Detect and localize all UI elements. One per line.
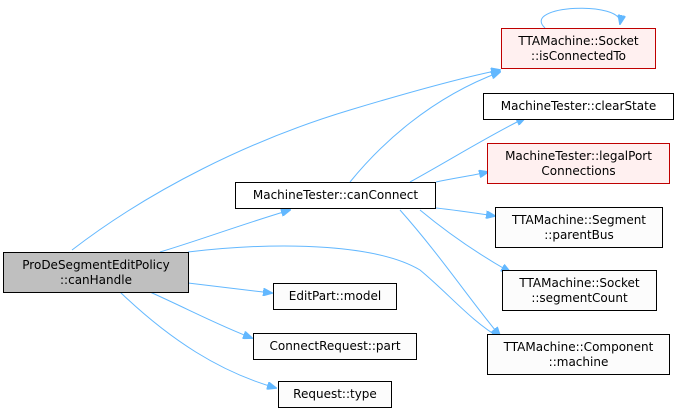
node-label-line: ::canHandle [60,272,132,287]
edge-group [71,7,620,388]
edge-canconnect-segcount [419,209,510,272]
node-label-line: EditPart::model [288,289,382,303]
node-label-line: Request::type [293,387,377,401]
edge-canconnect-parentbus [435,207,495,216]
node-label-line: ::segmentCount [531,290,628,305]
node-label-line: MachineTester::canConnect [252,188,419,202]
edge-root-canconnect [159,210,290,253]
node-label-line: TTAMachine::Socket [519,275,640,290]
node-label-line: ProDeSegmentEditPolicy [22,257,170,272]
node-label-line: TTAMachine::Segment [511,212,647,227]
edge-isconnected-self [540,7,620,29]
node-label-line: ::machine [548,354,609,369]
edge-canconnect-machine [399,209,500,336]
node-socket-segmentcount[interactable]: TTAMachine::Socket ::segmentCount [502,270,657,311]
edge-root-isconnected [71,70,500,251]
edge-canconnect-legalport [435,172,488,183]
node-prodesegmenteditpolicy-canhandle[interactable]: ProDeSegmentEditPolicy ::canHandle [3,252,189,293]
node-machinetester-legalportconnections[interactable]: MachineTester::legalPort Connections [487,143,670,184]
node-label-line: MachineTester::legalPort [505,148,652,163]
node-request-type[interactable]: Request::type [278,381,392,408]
edge-canconnect-clearstate [409,118,525,183]
node-component-machine[interactable]: TTAMachine::Component ::machine [487,334,670,375]
node-editpart-model[interactable]: EditPart::model [273,283,397,310]
node-segment-parentbus[interactable]: TTAMachine::Segment ::parentBus [495,207,663,248]
node-label-line: Connections [541,163,616,178]
node-label-line: TTAMachine::Component [503,339,654,354]
node-label-line: ConnectRequest::part [269,339,401,353]
edge-canconnect-isconnected [349,72,500,183]
edge-root-machine [187,245,500,338]
node-label-line: ::isConnectedTo [531,48,626,63]
edge-root-part [149,291,252,338]
node-connectrequest-part[interactable]: ConnectRequest::part [253,333,417,360]
node-machinetester-canconnect[interactable]: MachineTester::canConnect [235,182,436,209]
node-socket-isconnectedto[interactable]: TTAMachine::Socket ::isConnectedTo [501,28,656,69]
node-label-line: MachineTester::clearState [500,99,657,113]
edge-root-model [187,282,272,293]
edge-root-type [119,291,276,388]
node-label-line: ::parentBus [544,227,614,242]
node-machinetester-clearstate[interactable]: MachineTester::clearState [483,93,674,120]
node-label-line: TTAMachine::Socket [518,33,639,48]
